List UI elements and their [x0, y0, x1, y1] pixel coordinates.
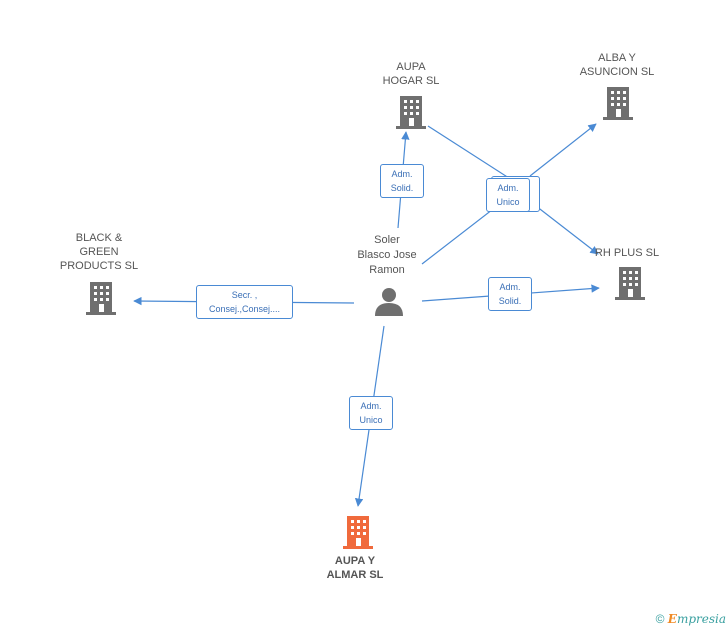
- building-icon-alba: [603, 87, 633, 120]
- relation-box-alba-rh[interactable]: Adm. Unico: [486, 178, 530, 212]
- relation-box-aupa-almar[interactable]: Adm. Unico: [349, 396, 393, 430]
- building-icon-aupa-hogar: [396, 96, 426, 129]
- person-icon: [375, 288, 403, 316]
- edge-aupa-hogar-to-junction: [427, 125, 513, 181]
- edge-junction-rh: [535, 205, 599, 255]
- company-label-rh-plus[interactable]: RH PLUS SL: [594, 247, 660, 259]
- relation-box-rh-plus[interactable]: Adm. Solid.: [488, 277, 532, 311]
- relation-box-black-green[interactable]: Secr. , Consej.,Consej....: [196, 285, 293, 319]
- building-icon-aupa-almar: [343, 516, 373, 549]
- company-label-black-green[interactable]: BLACK & GREEN PRODUCTS SL: [59, 232, 139, 272]
- company-label-aupa-almar[interactable]: AUPA Y ALMAR SL: [326, 555, 384, 581]
- brand-name: mpresia: [676, 612, 726, 626]
- building-icon-black-green: [86, 282, 116, 315]
- building-icon-rh-plus: [615, 267, 645, 300]
- company-label-aupa-hogar[interactable]: AUPA HOGAR SL: [382, 61, 440, 87]
- relation-box-aupa-hogar[interactable]: Adm. Solid.: [380, 164, 424, 198]
- edge-alba: [529, 123, 597, 177]
- company-label-alba[interactable]: ALBA Y ASUNCION SL: [579, 52, 655, 78]
- person-label[interactable]: Soler Blasco Jose Ramon: [357, 234, 417, 276]
- brand-initial: E: [667, 612, 677, 626]
- copyright-icon: ©: [655, 612, 665, 626]
- brand-footer: © Empresia: [656, 612, 726, 626]
